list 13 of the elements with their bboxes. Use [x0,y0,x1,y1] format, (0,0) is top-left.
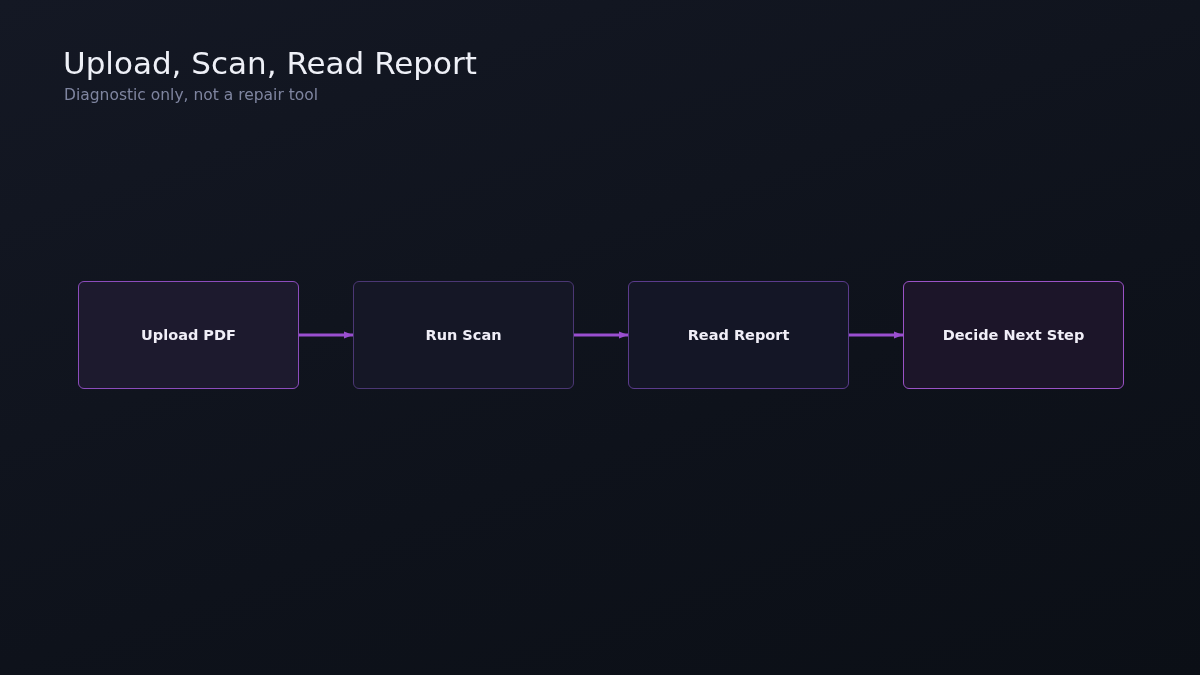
step-label: Read Report [687,327,790,343]
step-label: Upload PDF [141,327,236,343]
diagram-title: Upload, Scan, Read Report [63,46,477,82]
arrow [849,331,903,339]
process-box [628,281,849,389]
process-box [903,281,1124,389]
step-label: Run Scan [425,327,502,343]
arrow [299,331,353,339]
arrow [574,331,628,339]
process-box [78,281,299,389]
subtitle: Diagnostic only, not a repair tool [64,86,319,105]
step-label: Decide Next Step [942,327,1085,343]
process-box [353,281,574,389]
